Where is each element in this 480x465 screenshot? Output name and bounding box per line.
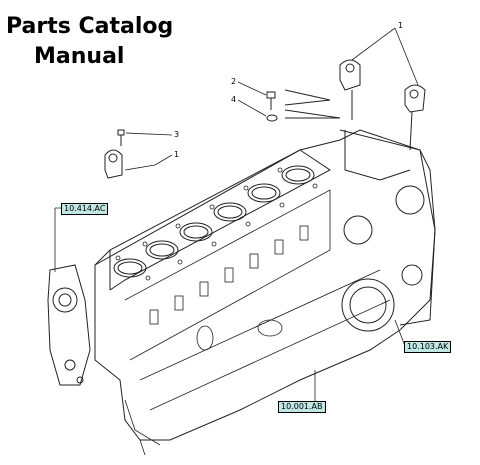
front-bracket (47, 264, 91, 386)
callout-1-left: 1 (174, 150, 180, 159)
lifting-eye-left (104, 129, 125, 179)
leader-lines (54, 27, 419, 405)
block-outline (94, 129, 436, 441)
side-ribs (124, 189, 391, 411)
bolt-and-washer (266, 89, 341, 122)
callout-2: 2 (231, 77, 237, 86)
ref-tag-10-103-ak[interactable]: 10.103.AK (404, 341, 452, 353)
callout-1-top: 1 (398, 21, 404, 30)
bolt-holes (115, 167, 318, 281)
callout-3: 3 (174, 130, 180, 139)
crank-bottom (124, 399, 161, 456)
lifting-eye-top (339, 59, 426, 151)
top-deck (94, 149, 331, 291)
title-line-1: Parts Catalog (6, 14, 174, 39)
rear-plate (339, 129, 436, 332)
ref-tag-10-001-ab[interactable]: 10.001.AB (278, 401, 326, 413)
cylinder-bores (113, 165, 315, 278)
callout-4: 4 (231, 95, 237, 104)
title-line-2: Manual (34, 44, 125, 69)
page-title: Parts Catalog Manual (6, 12, 176, 72)
ref-tag-10-414-ac[interactable]: 10.414.AC (61, 203, 109, 215)
